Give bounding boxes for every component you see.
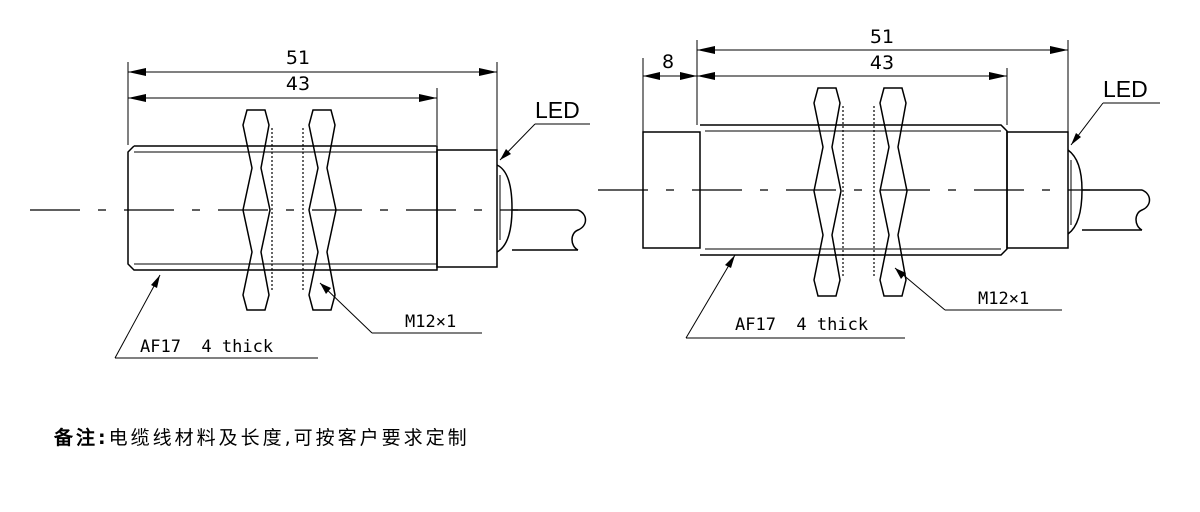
- dimension-51-label: 51: [286, 47, 310, 69]
- dimension-8-right: 8: [643, 51, 697, 80]
- nut-left-1: [242, 109, 271, 311]
- nut-callout-left: AF17 4 thick: [114, 274, 318, 359]
- nut-label: AF17 4 thick: [140, 337, 273, 357]
- thread-body-left: [127, 145, 438, 271]
- cable-right: [1082, 189, 1151, 231]
- nut-right-2: [879, 87, 908, 297]
- note-text: 备注:电缆线材料及长度,可按客户要求定制: [54, 423, 470, 450]
- led-callout-left: LED: [499, 97, 590, 161]
- dimension-51-right: 51: [697, 26, 1068, 54]
- left-view: 51 43: [30, 47, 590, 359]
- sensor-head-left: [436, 149, 513, 268]
- note-label: 备注:: [54, 427, 109, 449]
- thread-label: M12×1: [405, 312, 456, 332]
- thread-callout-left: M12×1: [319, 282, 482, 334]
- led-label: LED: [535, 97, 580, 123]
- dimension-51-label: 51: [870, 26, 894, 48]
- nut-label: AF17 4 thick: [735, 315, 868, 335]
- cable-left: [512, 209, 587, 251]
- dimension-43-right: 43: [697, 52, 1007, 80]
- dimension-43-label: 43: [870, 52, 894, 74]
- dimension-8-label: 8: [662, 51, 674, 73]
- sensor-drawing: 51 43: [30, 26, 1160, 359]
- thread-label: M12×1: [978, 289, 1029, 309]
- dimension-43-label: 43: [286, 73, 310, 95]
- dimension-43-left: 43: [128, 73, 437, 102]
- nut-left-2: [308, 109, 337, 311]
- right-view: 8 51 43: [598, 26, 1160, 339]
- note-content: 电缆线材料及长度,可按客户要求定制: [108, 427, 470, 449]
- nut-callout-right: AF17 4 thick: [685, 254, 905, 339]
- led-label: LED: [1103, 76, 1148, 102]
- led-callout-right: LED: [1070, 76, 1160, 146]
- nut-right-1: [813, 87, 842, 297]
- thread-body-right: [700, 124, 1008, 256]
- thread-callout-right: M12×1: [894, 267, 1062, 311]
- dimension-51-left: 51: [128, 47, 497, 76]
